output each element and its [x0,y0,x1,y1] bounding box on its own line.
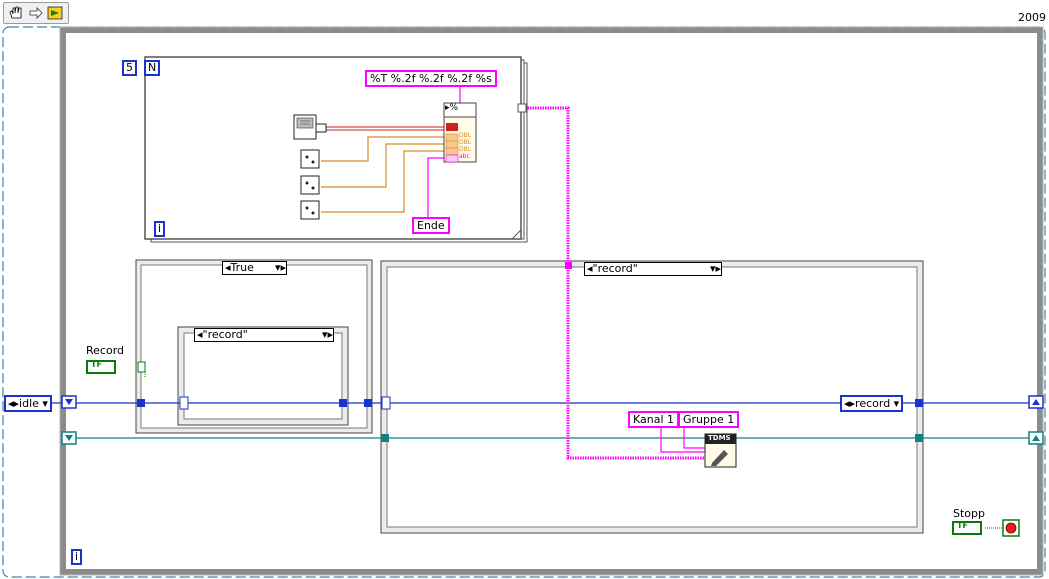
selector-dropdown-arrow[interactable]: ▾▸ [274,261,286,274]
tunnel-1 [137,399,145,407]
inner-case-frame [177,326,349,426]
ende-wire [427,157,445,218]
record-control[interactable]: TF [86,360,116,374]
shift-register-right-blue [1028,395,1044,409]
pink-string-wire [525,106,706,460]
kanal-constant[interactable]: Kanal 1 [628,411,680,428]
while-iteration-terminal: i [71,549,83,565]
dice-icon-1 [300,149,320,169]
stopp-control[interactable]: TF [952,521,982,535]
record-tf: TF [91,360,102,369]
inner-case-label: "record" [202,328,248,341]
stopp-label: Stopp [953,507,985,520]
tunnel-pink [565,262,572,269]
case-true-label: True [230,261,254,274]
enum-record-label: record [855,397,891,410]
enum-record-constant[interactable]: ◂▸record ▾ [840,395,904,412]
tdms-label: TDMS [708,434,731,442]
for-count-terminal: N [144,60,161,76]
gruppe-constant[interactable]: Gruppe 1 [678,411,740,428]
tool-icons [9,6,63,20]
inner-case-selector[interactable]: ◂"record" ▾▸ [194,328,334,342]
hand-icon [9,6,22,19]
dbl-wire-3 [321,150,445,213]
dice-icon-3 [300,200,320,220]
format-into-string-node [443,102,477,163]
gruppe-wire [683,427,706,449]
selector-terminal-bool [137,361,146,373]
shift-register-right-teal [1028,431,1044,445]
arrow-icon [29,7,43,19]
format-node-symbol: ▸% [445,103,459,113]
tunnel-6 [915,434,923,442]
tunnel-3 [364,399,372,407]
for-count-constant[interactable]: 5 [122,60,137,76]
ende-constant[interactable]: Ende [412,217,450,234]
stop-terminal [1002,519,1020,537]
selector-terminal-2 [381,396,391,410]
selector-terminal-1 [179,396,189,410]
type-tag-2: DBL [459,139,472,146]
dbl-wire-2 [321,143,445,188]
for-tunnel [517,103,527,113]
tunnel-4 [915,399,923,407]
kanal-wire [660,427,706,453]
dice-icon-2 [300,175,320,195]
tool-buttons[interactable] [3,2,69,24]
selector-left-arrow[interactable]: ◂ [225,261,231,274]
shift-register-left-blue [61,395,77,409]
tdms-write-icon [704,433,737,468]
tunnel-2 [339,399,347,407]
for-iteration-terminal: i [154,221,166,237]
type-tag-3: DBL [459,146,472,153]
enum-idle-constant[interactable]: ◂▸idle ▾ [4,395,52,412]
record-case-label: "record" [592,262,638,275]
diagram-border [2,26,1046,578]
while-loop-outline [59,26,1044,576]
format-string-constant[interactable]: %T %.2f %.2f %.2f %s [365,70,497,87]
tunnel-5 [381,434,389,442]
case-true-selector[interactable]: ◂True ▾▸ [222,261,287,275]
type-tag-1: DBL [459,132,472,139]
record-case-frame [380,260,924,534]
enum-idle-label: idle [19,397,39,410]
selector-dropdown-arrow[interactable]: ▾▸ [709,262,721,275]
run-icon [47,6,63,20]
date-time-icon [293,114,327,140]
selector-dropdown-arrow[interactable]: ▾▸ [321,328,333,341]
year-label: 2009 [1018,11,1046,24]
shift-register-left-teal [61,431,77,445]
stopp-tf: TF [957,521,968,530]
timestamp-wire [326,126,445,131]
dbl-wire-1 [321,136,445,162]
toolbar: 2009 [0,0,1049,26]
record-case-selector[interactable]: ◂"record" ▾▸ [584,262,722,276]
selector-left-arrow[interactable]: ◂ [197,328,203,341]
while-loop-frame [60,27,1043,575]
record-label: Record [86,344,125,357]
selector-left-arrow[interactable]: ◂ [587,262,593,275]
type-tag-4: abc [459,153,470,160]
